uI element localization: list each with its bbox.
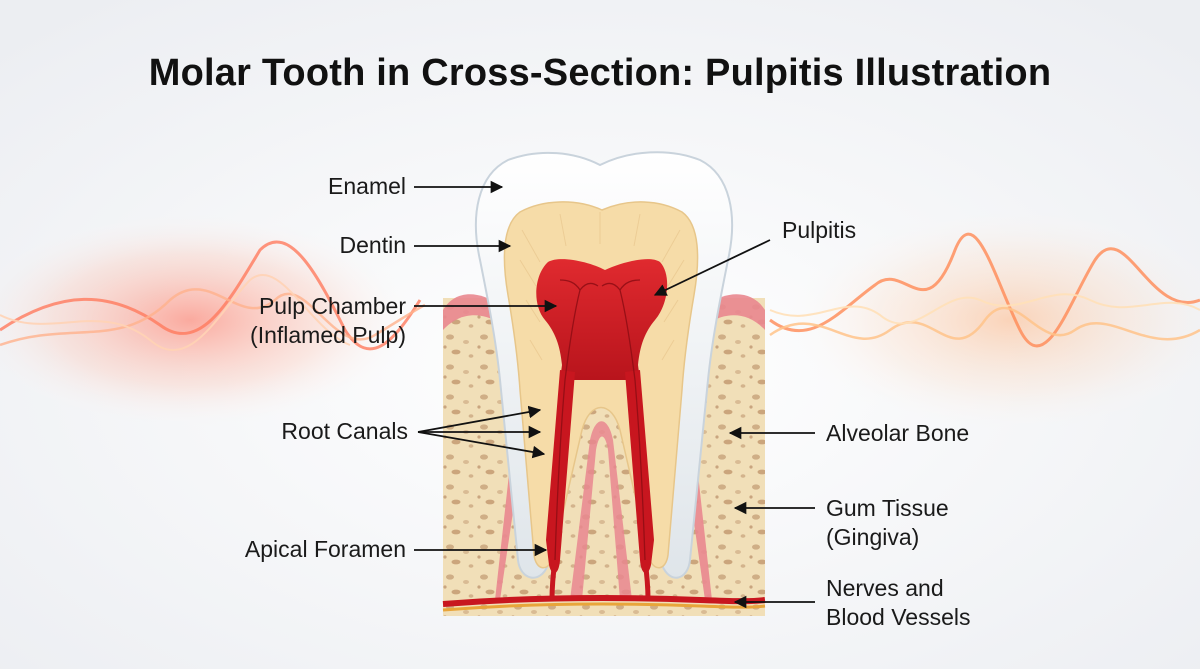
label-apical-foramen: Apical Foramen — [244, 536, 406, 562]
root-canal-right — [625, 370, 654, 574]
label-root-canals: Root Canals — [281, 418, 408, 444]
diagram-title: Molar Tooth in Cross-Section: Pulpitis I… — [148, 52, 1052, 94]
label-dentin: Dentin — [339, 232, 406, 258]
pain-wave-left — [0, 210, 426, 430]
label-nerves-blood-vessels: Nerves and Blood Vessels — [826, 575, 971, 630]
root-canals-leader-3 — [417, 431, 546, 459]
label-enamel: Enamel — [328, 173, 406, 199]
label-pulpitis: Pulpitis — [782, 217, 857, 243]
root-canals-leader-1 — [417, 405, 542, 433]
pulp-nerve-branches — [554, 279, 646, 561]
label-gum-tissue: Gum Tissue (Gingiva) — [826, 495, 949, 550]
root-canal-left — [546, 370, 575, 574]
pain-wave-right — [769, 205, 1200, 435]
dentin-tubules — [519, 212, 685, 361]
label-pulp-chamber: Pulp Chamber (Inflamed Pulp) — [250, 293, 406, 348]
pulpitis-leader — [653, 239, 771, 296]
leader-lines — [414, 180, 815, 609]
label-alveolar-bone: Alveolar Bone — [826, 420, 970, 446]
